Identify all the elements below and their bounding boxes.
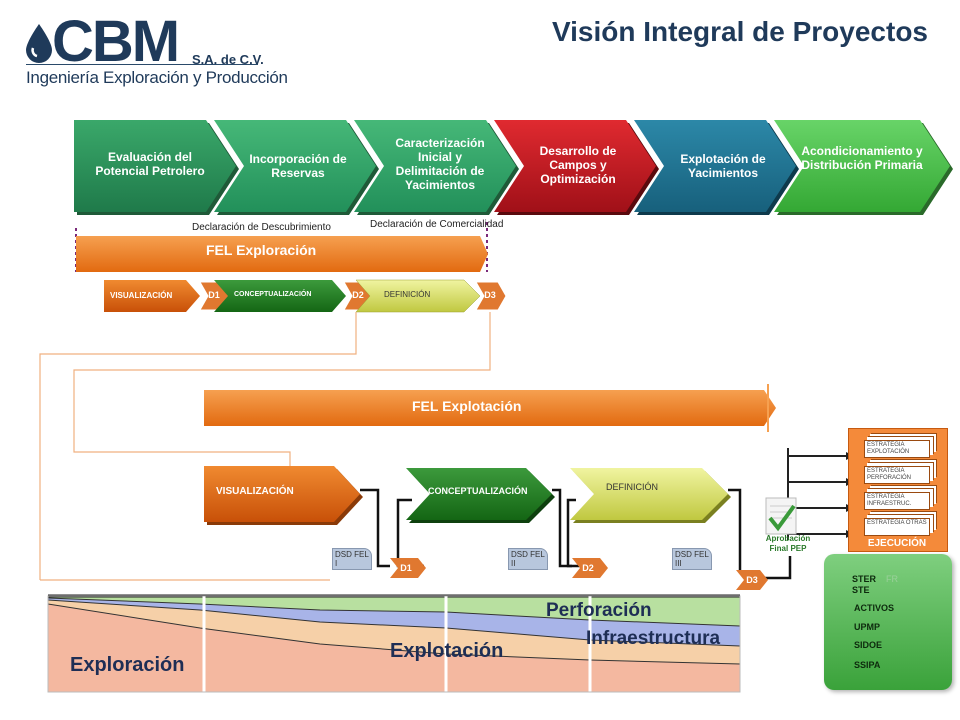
dsd-fel-1: DSD FEL I: [332, 548, 372, 570]
exp-decision-d2: D2: [352, 290, 364, 300]
stage-label-6: Acondicionamiento y Distribución Primari…: [801, 144, 923, 172]
expl-phase-definicion: [570, 468, 731, 523]
logo-drop-icon: [26, 24, 52, 63]
exp-decision-d3-shape: [475, 281, 507, 311]
fel-exploracion-title: FEL Exploración: [206, 242, 317, 258]
stage-chevron-4: [494, 120, 659, 215]
stage-label-3: Caracterización Inicial y Delimitación d…: [395, 136, 485, 192]
stage-label-1: Evaluación del Potencial Petrolero: [95, 150, 205, 178]
expl-decision-d3: D3: [746, 575, 758, 585]
logo-subtitle: Ingeniería Exploración y Producción: [26, 68, 288, 87]
dsd-fel-3: DSD FEL III: [672, 548, 712, 570]
lifecycle-chart: [47, 594, 741, 693]
expl-decision-d1-shape: [390, 558, 426, 578]
milestone-commerciality: Declaración de Comercialidad: [370, 219, 504, 230]
logo-divider: [26, 64, 258, 65]
ejecucion-title: EJECUCIÓN: [867, 538, 927, 549]
expl-decision-d1: D1: [400, 563, 412, 573]
connector-d2: [39, 312, 357, 580]
exp-phase-visualizacion: [104, 280, 200, 312]
exp-phase-definicion: [355, 279, 481, 313]
stage-chevron-3: [354, 120, 519, 215]
expl-decision-d2: D2: [582, 563, 594, 573]
dsd-fel-2: DSD FEL II: [508, 548, 548, 570]
fel-exploracion-bar: [76, 236, 488, 272]
panel-ghost-text: FR: [886, 574, 898, 584]
stage-label-2: Incorporación de Reservas: [249, 152, 347, 180]
expl-phase-definicion-label: DEFINICIÓN: [606, 482, 659, 492]
panel-item-ste: STE: [852, 585, 870, 595]
panel-item-ssipa: SSIPA: [854, 660, 881, 670]
organization-panel: STER FR STE ACTIVOS UPMP SIDOE SSIPA: [824, 554, 952, 690]
stage-label-5: Explotación de Yacimientos: [680, 152, 766, 180]
logo-suffix: S.A. de C.V.: [192, 52, 264, 67]
expl-phase-visualizacion: [204, 466, 363, 525]
stage-chevron-5: [634, 120, 799, 215]
exp-phase-definicion-label: DEFINICIÓN: [384, 290, 431, 299]
page-title: Visión Integral de Proyectos: [551, 16, 928, 47]
stage-label-4: Desarrollo de Campos y Optimización: [539, 144, 617, 186]
strategy-card-infraestructura: ESTRATEGIA INFRAESTRUC.: [864, 492, 930, 510]
approval-label: Aprobación Final PEP: [765, 534, 811, 553]
panel-item-upmp: UPMP: [854, 622, 881, 632]
expl-phase-visualizacion-label: VISUALIZACIÓN: [216, 486, 294, 497]
stage-chevron-2: [214, 120, 379, 215]
stage-chevron-1: [74, 120, 239, 215]
approval-document-icon: [765, 497, 797, 535]
expl-phase-conceptualizacion: [406, 468, 555, 523]
milestone-discovery: Declaración de Descubrimiento: [192, 222, 331, 233]
exp-phase-visualizacion-label: VISUALIZACIÓN: [110, 291, 173, 300]
expl-decision-d2-shape: [572, 558, 608, 578]
exp-phase-conceptualizacion: [214, 280, 346, 312]
band-label-infraestructura: Infraestructura: [586, 628, 721, 649]
strategy-card-explotacion: ESTRATEGIA EXPLOTACIÓN: [864, 440, 930, 458]
expl-phase-conceptualizacion-label: CONCEPTUALIZACIÓN: [428, 486, 528, 496]
expl-decision-d3-shape: [736, 570, 768, 590]
exp-phase-conceptualizacion-label: CONCEPTUALIZACIÓN: [234, 291, 312, 298]
panel-item-ster: STER: [852, 574, 877, 584]
exp-decision-d3: D3: [484, 290, 496, 300]
panel-item-activos: ACTIVOS: [854, 603, 895, 613]
exp-decision-d1: D1: [208, 290, 220, 300]
connector-d3: [73, 312, 491, 466]
fel-explotacion-title: FEL Explotación: [412, 398, 522, 414]
stage-chevron-6: [774, 120, 953, 215]
strategy-card-perforacion: ESTRATEGIA PERFORACIÓN: [864, 466, 930, 484]
band-label-exploracion: Exploración: [70, 654, 185, 676]
band-label-explotacion: Explotación: [390, 640, 504, 662]
strategy-card-otras: ESTRATEGIA OTRAS: [864, 518, 930, 536]
logo-wordmark: CBM: [52, 9, 180, 74]
band-label-perforacion: Perforación: [546, 600, 652, 621]
panel-item-sidoe: SIDOE: [854, 640, 883, 650]
fel-explotacion-bar: [204, 384, 776, 432]
